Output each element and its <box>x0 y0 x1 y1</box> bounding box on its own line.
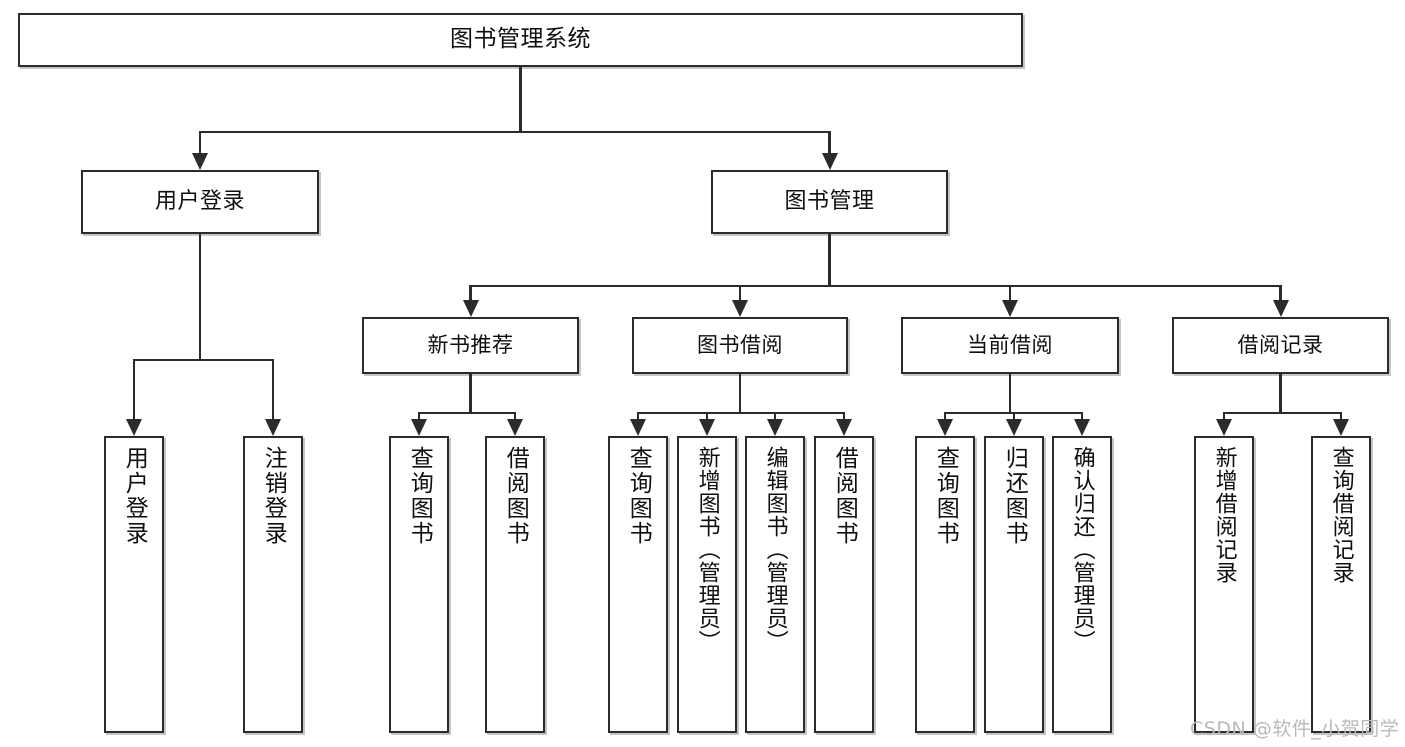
edge-arrow-leaf-13 <box>1333 419 1349 436</box>
node-label: 确认归还（管理员） <box>1069 446 1095 653</box>
edge-arrow-leaf-4 <box>507 419 523 436</box>
node-label: 查询图书 <box>932 446 959 546</box>
node-book-borrow[interactable]: 图书借阅 <box>632 317 848 374</box>
node-label: 新增图书（管理员） <box>694 446 720 653</box>
edge-drop-user-login <box>198 131 202 154</box>
edge-arrow-leaf-9 <box>937 419 953 436</box>
edge-bus-user-login <box>134 359 273 362</box>
edge-arrow-new-book-rec <box>462 300 479 317</box>
node-leaf-5[interactable]: 查询图书 <box>608 436 668 733</box>
node-label: 新书推荐 <box>427 333 514 358</box>
node-leaf-12[interactable]: 新增借阅记录 <box>1194 436 1254 733</box>
node-leaf-3[interactable]: 查询图书 <box>389 436 449 733</box>
edge-arrow-book-borrow <box>732 300 748 317</box>
edge-bus-new-book-rec <box>419 412 515 415</box>
edge-drop-leaf-3 <box>417 412 421 420</box>
edge-drop-leaf-4 <box>513 412 517 420</box>
edge-drop-leaf-6 <box>705 412 709 420</box>
node-label: 用户登录 <box>121 446 148 546</box>
edge-stem-new-book-rec <box>469 374 472 412</box>
edge-drop-leaf-9 <box>943 412 947 420</box>
node-user-login[interactable]: 用户登录 <box>81 170 319 234</box>
edge-arrow-leaf-1 <box>126 419 142 436</box>
edge-arrow-book-manage <box>821 153 838 170</box>
node-leaf-1[interactable]: 用户登录 <box>104 436 164 733</box>
edge-arrow-cur-borrow <box>1002 300 1018 317</box>
edge-stem-cur-borrow <box>1008 374 1012 412</box>
edge-stem-book-manage <box>828 234 831 285</box>
edge-drop-book-manage <box>828 131 831 154</box>
node-leaf-9[interactable]: 查询图书 <box>915 436 975 733</box>
edge-stem-root <box>519 67 522 131</box>
node-leaf-11[interactable]: 确认归还（管理员） <box>1052 436 1112 733</box>
edge-bus-book-borrow <box>638 412 844 415</box>
node-cur-borrow[interactable]: 当前借阅 <box>901 317 1119 374</box>
edge-drop-leaf-10 <box>1012 412 1016 420</box>
node-label: 当前借阅 <box>967 333 1053 358</box>
node-label: 图书管理 <box>784 189 875 215</box>
edge-arrow-leaf-3 <box>411 419 427 436</box>
edge-drop-leaf-2 <box>271 359 275 420</box>
edge-arrow-user-login <box>192 153 208 170</box>
node-label: 编辑图书（管理员） <box>762 446 788 653</box>
node-label: 查询图书 <box>406 446 433 546</box>
node-label: 图书借阅 <box>697 333 783 358</box>
node-label: 查询借阅记录 <box>1328 446 1354 584</box>
edge-stem-user-login <box>198 234 202 359</box>
edge-drop-book-borrow <box>738 285 742 301</box>
node-leaf-13[interactable]: 查询借阅记录 <box>1311 436 1371 733</box>
node-label: 借阅图书 <box>502 446 529 546</box>
edge-arrow-leaf-6 <box>699 419 715 436</box>
edge-arrow-leaf-2 <box>265 419 281 436</box>
edge-arrow-leaf-11 <box>1074 419 1090 436</box>
edge-drop-leaf-1 <box>132 359 136 420</box>
edge-drop-leaf-12 <box>1222 412 1226 420</box>
edge-drop-leaf-11 <box>1080 412 1084 420</box>
edge-drop-new-book-rec <box>469 285 472 301</box>
edge-drop-leaf-7 <box>773 412 777 420</box>
node-root[interactable]: 图书管理系统 <box>18 13 1023 67</box>
edge-arrow-leaf-7 <box>767 419 783 436</box>
edge-bus-root <box>200 131 830 134</box>
node-leaf-8[interactable]: 借阅图书 <box>814 436 874 733</box>
edge-drop-cur-borrow <box>1008 285 1012 301</box>
node-book-manage[interactable]: 图书管理 <box>711 170 948 234</box>
edge-drop-borrow-log <box>1279 285 1282 301</box>
node-leaf-7[interactable]: 编辑图书（管理员） <box>745 436 805 733</box>
node-leaf-6[interactable]: 新增图书（管理员） <box>677 436 737 733</box>
node-label: 借阅记录 <box>1237 333 1324 358</box>
edge-bus-borrow-log <box>1224 412 1341 415</box>
node-label: 图书管理系统 <box>450 26 591 53</box>
edge-arrow-leaf-8 <box>836 419 852 436</box>
node-borrow-log[interactable]: 借阅记录 <box>1172 317 1389 374</box>
edge-arrow-borrow-log <box>1272 300 1289 317</box>
node-label: 新增借阅记录 <box>1211 446 1237 584</box>
edge-bus-book-manage <box>470 285 1281 288</box>
edge-arrow-leaf-10 <box>1006 419 1022 436</box>
edge-arrow-leaf-12 <box>1216 419 1232 436</box>
edge-arrow-leaf-5 <box>630 419 646 436</box>
node-leaf-10[interactable]: 归还图书 <box>984 436 1044 733</box>
node-label: 归还图书 <box>1001 446 1028 546</box>
node-label: 注销登录 <box>260 446 287 546</box>
node-label: 借阅图书 <box>831 446 858 546</box>
node-label: 用户登录 <box>154 189 245 215</box>
edge-drop-leaf-13 <box>1339 412 1343 420</box>
edge-drop-leaf-5 <box>636 412 640 420</box>
edge-stem-book-borrow <box>738 374 742 412</box>
node-leaf-2[interactable]: 注销登录 <box>243 436 303 733</box>
node-new-book-rec[interactable]: 新书推荐 <box>362 317 579 374</box>
node-label: 查询图书 <box>625 446 652 546</box>
edge-drop-leaf-8 <box>842 412 846 420</box>
edge-stem-borrow-log <box>1279 374 1282 412</box>
node-leaf-4[interactable]: 借阅图书 <box>485 436 545 733</box>
